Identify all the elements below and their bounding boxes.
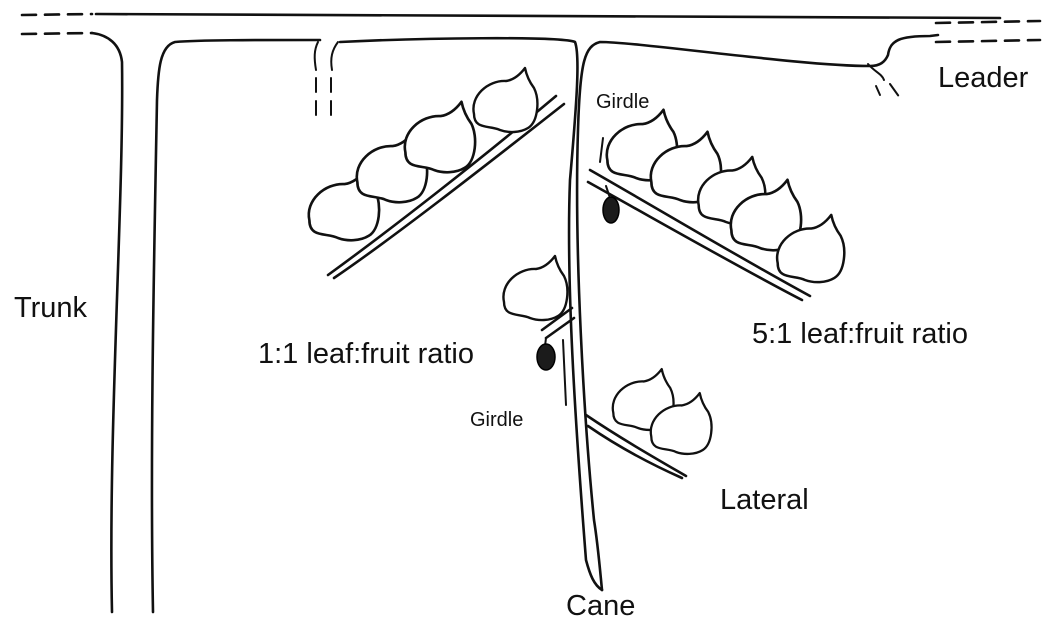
girdle-bottom-label: Girdle (470, 410, 523, 430)
leaf-group-small (503, 256, 567, 320)
girdle-top-label: Girdle (596, 92, 649, 112)
fruit-bottom (537, 338, 555, 370)
leader-label: Leader (938, 64, 1028, 93)
ratio-right-label: 5:1 leaf:fruit ratio (752, 320, 968, 349)
cane-label: Cane (566, 592, 635, 621)
trunk (92, 33, 320, 612)
lateral-label: Lateral (720, 486, 809, 515)
leaf-group-right (607, 110, 844, 282)
trunk-label: Trunk (14, 294, 87, 323)
ratio-left-label: 1:1 leaf:fruit ratio (258, 340, 474, 369)
